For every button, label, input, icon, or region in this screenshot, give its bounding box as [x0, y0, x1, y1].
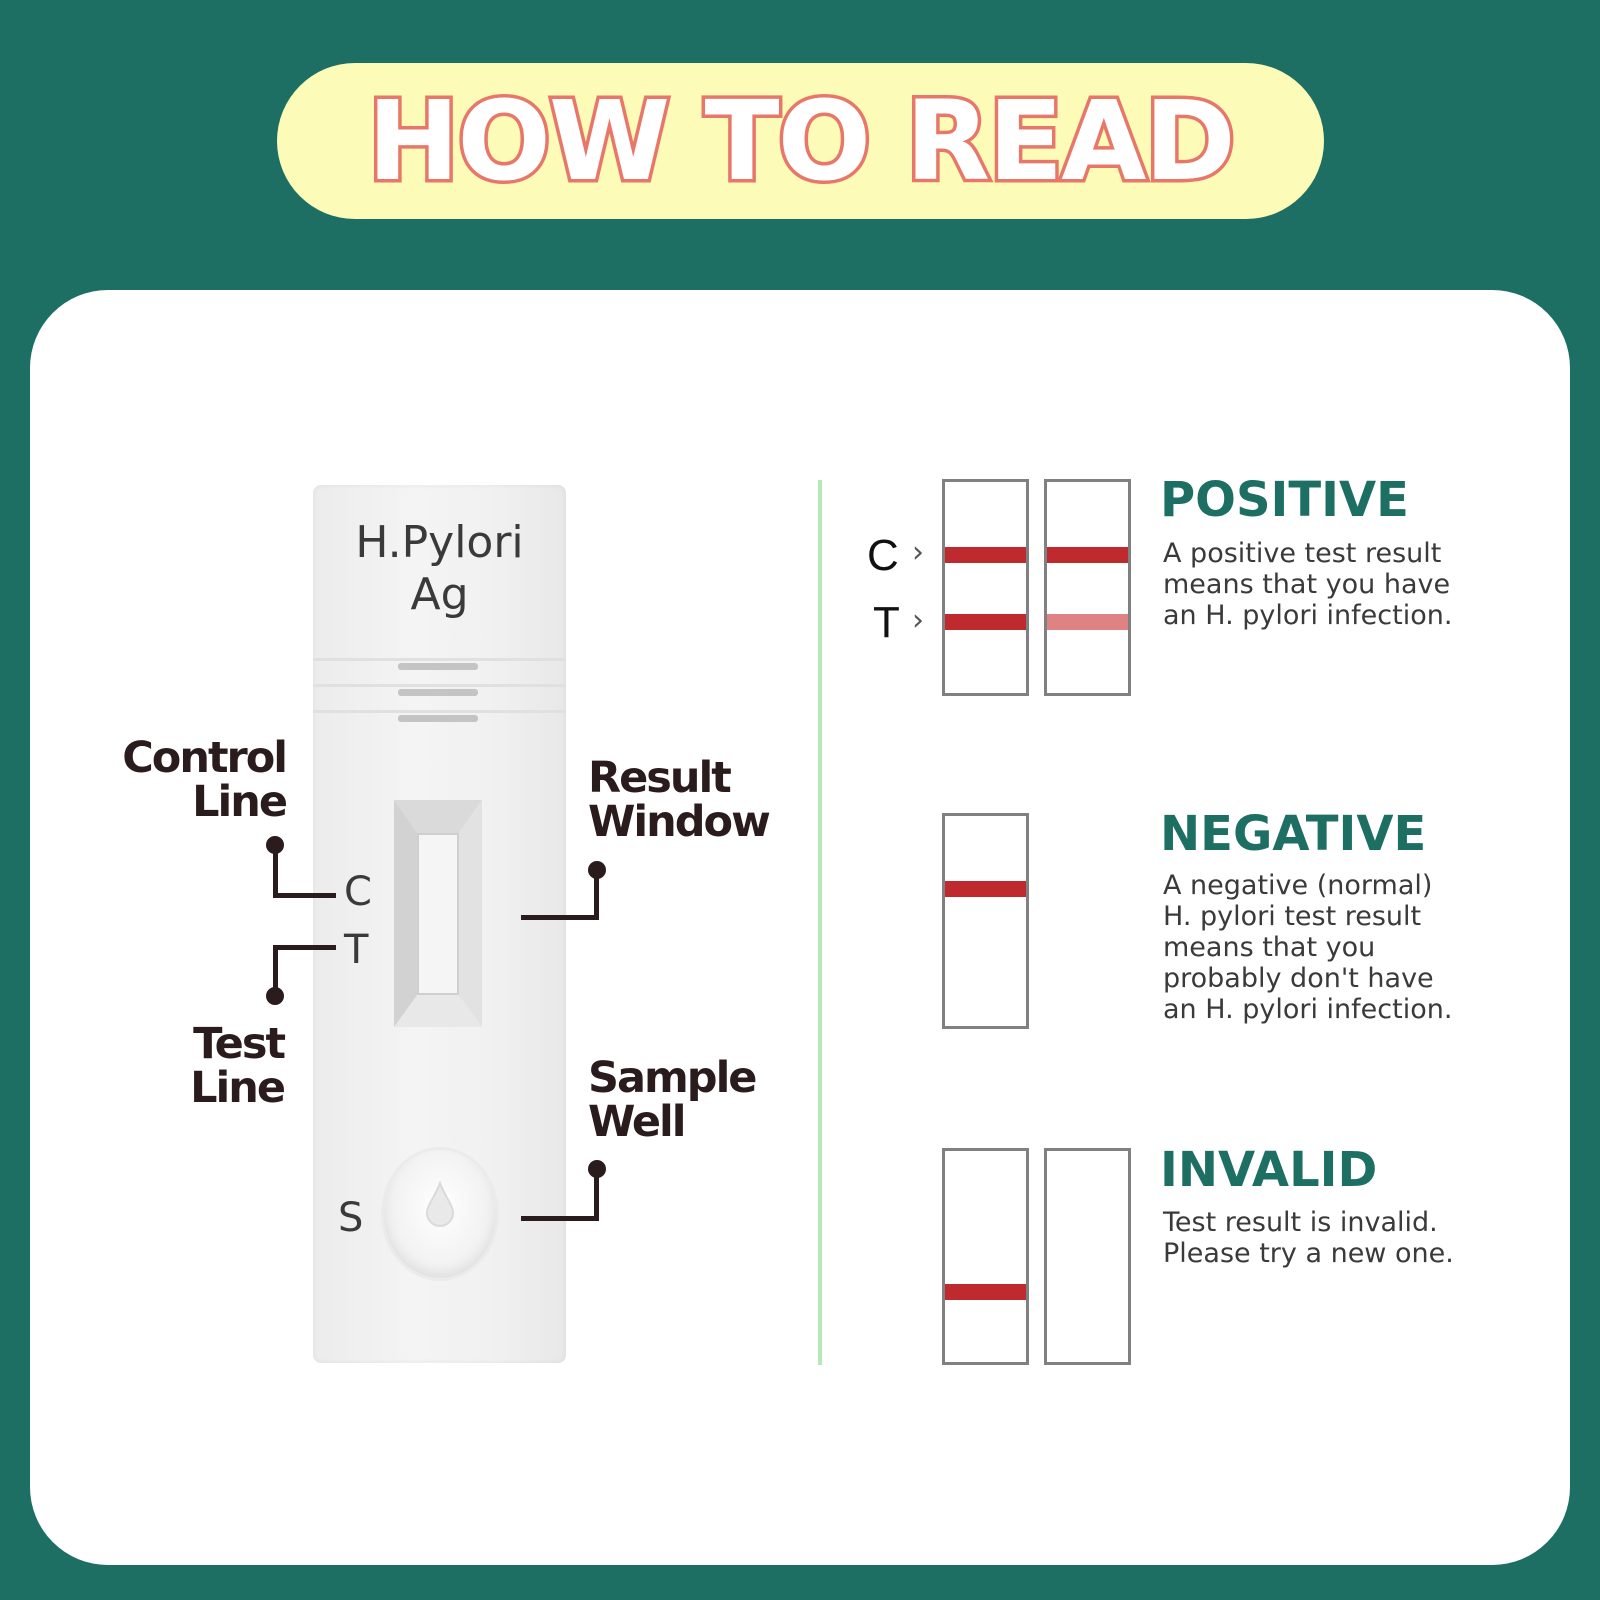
droplet-icon — [425, 1181, 455, 1227]
result-window-label: Result Window — [588, 753, 771, 847]
control-band — [1047, 547, 1128, 563]
negative-description: A negative (normal) H. pylori test resul… — [1163, 870, 1453, 1025]
strip-c-marker: C — [867, 531, 899, 580]
invalid-title: INVALID — [1160, 1142, 1378, 1198]
chevron-right-icon: › — [912, 535, 924, 570]
control-band — [945, 881, 1026, 897]
sample-well-label: Sample Well — [588, 1053, 757, 1147]
control-line-pointer — [273, 845, 278, 897]
positive-strip-2 — [1044, 479, 1131, 696]
positive-title: POSITIVE — [1160, 472, 1409, 528]
invalid-strip-2 — [1044, 1148, 1131, 1365]
grip-groove — [313, 658, 566, 661]
title-banner: HOW TO READ — [277, 63, 1324, 219]
grip-notch — [398, 689, 478, 696]
invalid-description: Test result is invalid. Please try a new… — [1163, 1207, 1454, 1269]
grip-groove — [313, 684, 566, 687]
test-line-pointer — [273, 945, 278, 995]
test-line-pointer-dot — [266, 987, 284, 1005]
device-name-line2: Ag — [410, 569, 469, 620]
result-window-pointer — [521, 915, 599, 920]
device-s-marker: S — [338, 1195, 364, 1241]
control-line-pointer — [273, 893, 336, 898]
grip-notch — [398, 663, 478, 670]
strip-t-marker: T — [873, 598, 900, 647]
test-band — [945, 614, 1026, 630]
control-line-label: Control Line — [122, 733, 288, 827]
content-panel — [30, 290, 1570, 1565]
device-name-line1: H.Pylori — [355, 517, 524, 568]
page-title: HOW TO READ — [364, 77, 1239, 205]
control-band — [945, 547, 1026, 563]
negative-strip — [942, 813, 1029, 1029]
invalid-strip-1 — [942, 1148, 1029, 1365]
negative-title: NEGATIVE — [1160, 806, 1427, 862]
chevron-right-icon: › — [912, 603, 924, 638]
device-t-marker: T — [344, 927, 369, 973]
test-line-label: Test Line — [190, 1019, 286, 1113]
positive-strip-1 — [942, 479, 1029, 696]
result-window-pointer — [594, 870, 599, 920]
grip-groove — [313, 710, 566, 713]
grip-notch — [398, 715, 478, 722]
test-band-faint — [1047, 614, 1128, 630]
test-line-pointer — [273, 945, 336, 950]
device-c-marker: C — [344, 869, 372, 915]
section-divider — [818, 480, 822, 1365]
result-window — [394, 800, 482, 1027]
test-band — [945, 1284, 1026, 1300]
sample-well-pointer — [594, 1168, 599, 1221]
sample-well-pointer — [521, 1216, 599, 1221]
positive-description: A positive test result means that you ha… — [1163, 538, 1453, 631]
